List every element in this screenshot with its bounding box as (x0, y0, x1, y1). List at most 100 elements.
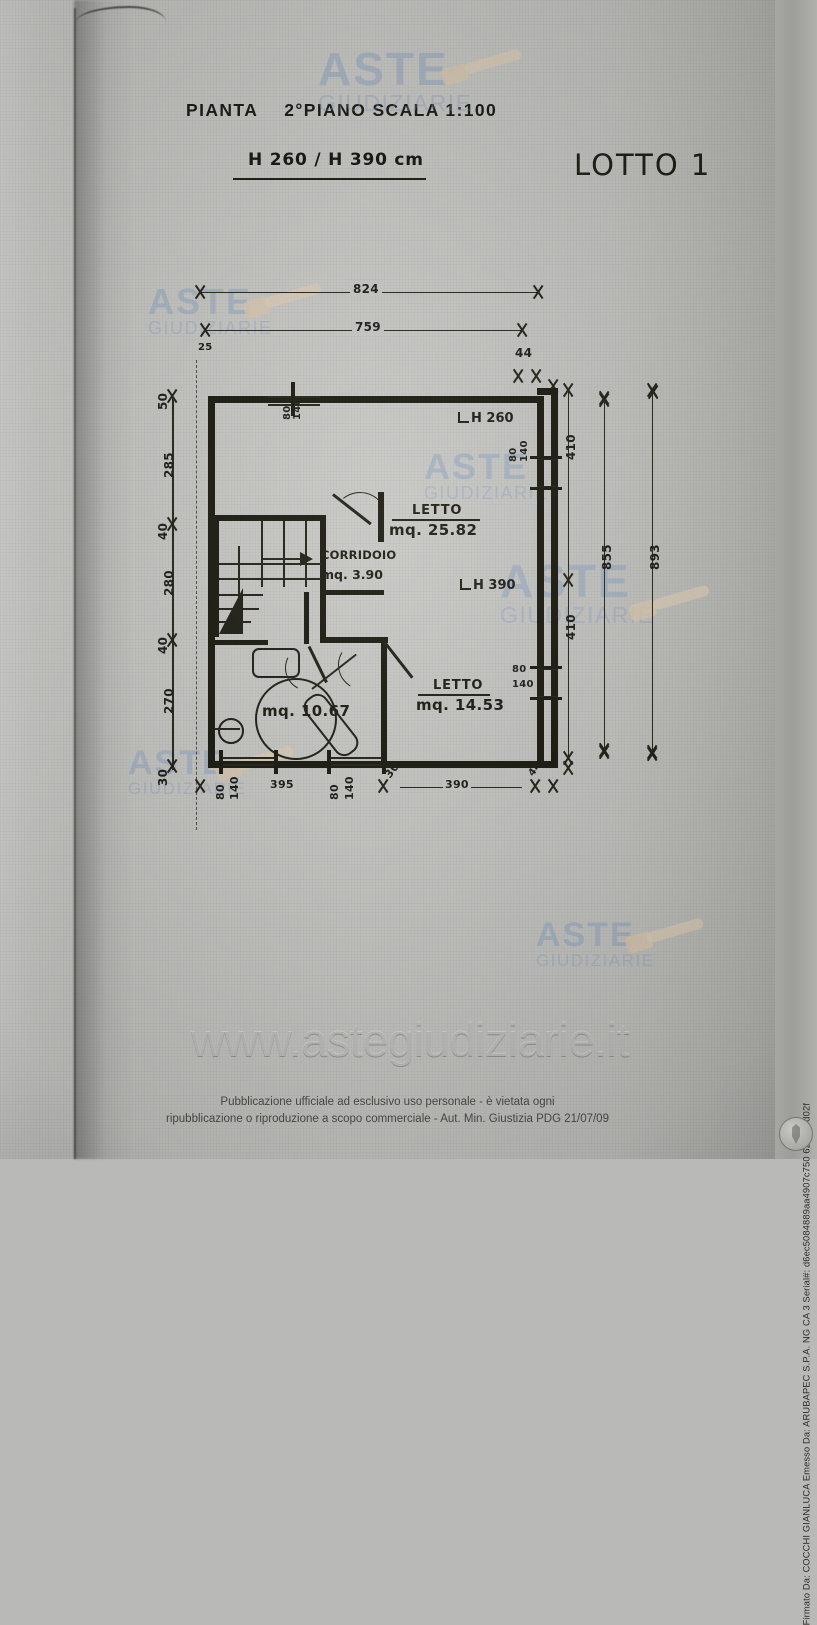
footer-notice: Pubblicazione ufficiale ad esclusivo uso… (0, 1094, 775, 1128)
stair-arrow-shaft (262, 558, 302, 560)
dimension-value-top-3: 25 (198, 342, 213, 353)
partition-bed-lower-left (381, 637, 387, 763)
room-label-letto-1-area: mq. 25.82 (389, 521, 478, 539)
dimension-axis-right-893 (652, 392, 653, 754)
title-floor: 2°PIANO (284, 100, 367, 120)
stair-tread (219, 578, 321, 580)
partition-corridor-mid (326, 590, 384, 595)
dimension-tick (197, 322, 213, 338)
dimension-value-top-2: 44 (515, 346, 533, 360)
height-note: H 260 / H 390 cm (248, 150, 424, 170)
stair-riser (261, 521, 263, 587)
dimension-value-bottom-3: 80 (328, 784, 341, 800)
dimension-value-right-0: 410 (564, 434, 578, 460)
dimension-value-left-2: 40 (156, 522, 170, 540)
site-watermark: www.astegiudiziarie.it (190, 1013, 630, 1066)
wall-right-bottom-cap (537, 761, 558, 768)
bath-area-circle (255, 678, 337, 760)
height-marker-h390: H 390 (460, 578, 516, 593)
footer-line-1: Pubblicazione ufficiale ad esclusivo uso… (220, 1096, 555, 1108)
dimension-window-right-lower-w: 80 (512, 664, 527, 675)
window-right-upper-sill (530, 487, 562, 490)
signature-stamp-icon (779, 1117, 813, 1151)
dimension-value-top-0: 824 (350, 282, 382, 296)
dimension-value-bottom-1: 140 (228, 776, 241, 800)
partition-corridor-left (320, 515, 326, 643)
title-scale: SCALA 1:100 (372, 100, 498, 120)
opening-bottom-a-jamb (219, 750, 223, 774)
dimension-tick (530, 284, 546, 300)
dimension-value-left-5: 270 (162, 688, 176, 714)
window-right-lower-sill (530, 697, 562, 700)
scan-page-corner (76, 6, 166, 22)
window-right-lower-head (530, 666, 562, 669)
stair-outer-edge (215, 521, 219, 637)
dimension-tick (545, 778, 561, 794)
dimension-value-top-1: 759 (352, 320, 384, 334)
dimension-tick (528, 368, 544, 384)
room-label-corridoio-name: CORRIDOIO (321, 548, 397, 562)
dimension-value-right-3: 893 (648, 544, 662, 570)
dimension-value-right-2: 855 (600, 544, 614, 570)
opening-bottom-b (330, 757, 382, 759)
dimension-value-left-1: 285 (162, 452, 176, 478)
fixture-bidet (218, 718, 244, 744)
wall-left (208, 396, 215, 768)
partition-bed-left-upper (378, 492, 384, 542)
dimension-tick (644, 744, 660, 760)
height-marker-h260: H 260 (458, 411, 514, 426)
dimension-value-bottom-0: 80 (214, 784, 227, 800)
lot-label: LOTTO 1 (574, 148, 712, 182)
dimension-window-right-lower-h: 140 (512, 679, 534, 690)
dimension-tick (514, 322, 530, 338)
dimension-tick (375, 778, 391, 794)
dimension-value-left-3: 280 (162, 570, 176, 596)
footer-line-2: ripubblicazione o riproduzione a scopo c… (166, 1113, 609, 1125)
dimension-tick (192, 284, 208, 300)
wall-right-outer (551, 388, 558, 768)
stair-stringer (238, 546, 240, 628)
dimension-tick (644, 382, 660, 398)
reference-center-line (196, 360, 197, 830)
opening-bottom-a (222, 757, 274, 759)
stair-direction-arrow (300, 552, 313, 566)
wall-right-top-cap (537, 388, 558, 395)
dimension-value-bottom-6: 390 (443, 778, 471, 791)
dimension-tick (510, 368, 526, 384)
height-note-underline (233, 178, 426, 180)
dimension-value-right-1: 410 (564, 614, 578, 640)
dimension-value-bottom-4: 140 (343, 776, 356, 800)
dimension-value-left-0: 50 (156, 392, 170, 410)
opening-bottom-b2 (330, 764, 382, 766)
dimension-window-right-upper-w: 80 (508, 447, 519, 462)
dimension-value-bottom-2: 395 (268, 778, 296, 791)
window-top-mullion (291, 382, 295, 416)
room-label-letto-1-name: LETTO (412, 503, 463, 518)
partition-corridor-bottom (326, 637, 388, 643)
dimension-tick (560, 760, 576, 776)
dimension-tick (560, 382, 576, 398)
dimension-tick (527, 778, 543, 794)
room-label-letto-1-rule (392, 519, 480, 521)
room-label-letto-2-name: LETTO (433, 678, 484, 693)
partition-bath-right (304, 592, 309, 644)
window-right-lower-a (537, 668, 558, 670)
title-label: PIANTA (186, 100, 259, 120)
partition-bath-top (208, 640, 268, 645)
dimension-tick (560, 572, 576, 588)
scan-shadow-band (74, 0, 132, 1159)
dimension-tick (192, 778, 208, 794)
room-label-corridoio-area: mq. 3.90 (321, 567, 383, 582)
dimension-value-left-6: 30 (156, 768, 170, 786)
digital-signature-strip: Firmato Da: COCCHI GIANLUCA Emesso Da: A… (775, 0, 817, 1625)
dimension-value-left-4: 40 (156, 636, 170, 654)
window-right-upper-a (537, 458, 558, 460)
scan-page-edge (74, 8, 76, 1159)
stair-tread (219, 563, 321, 565)
digital-signature-text: Firmato Da: COCCHI GIANLUCA Emesso Da: A… (801, 1103, 811, 1625)
stair-riser (283, 521, 285, 587)
fixture-bidet-line (214, 728, 240, 730)
dimension-tick (596, 390, 612, 406)
scanned-page: PIANTA 2°PIANO SCALA 1:100 H 260 / H 390 … (0, 0, 817, 1159)
dimension-axis-left (172, 398, 174, 770)
